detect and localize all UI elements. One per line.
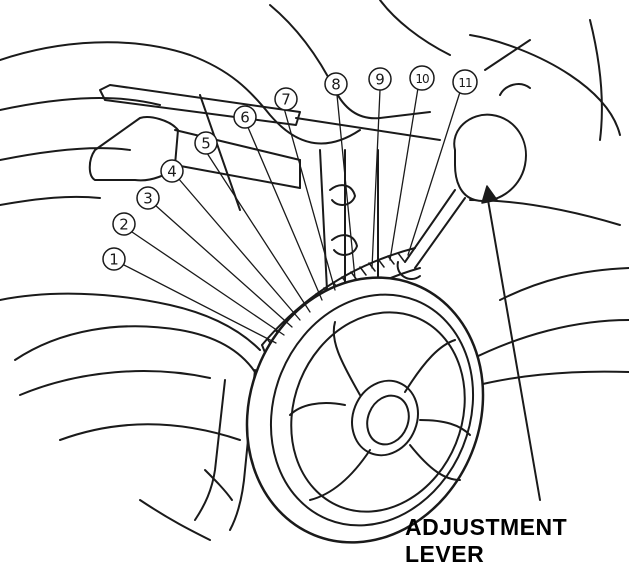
position-label: 4 <box>167 163 177 181</box>
position-label: 7 <box>281 91 291 109</box>
position-marker-5: 5 <box>194 131 218 155</box>
position-marker-3: 3 <box>136 186 160 210</box>
callout-line-1: ADJUSTMENT <box>405 514 568 540</box>
mower-wheel <box>245 276 485 544</box>
position-marker-1: 1 <box>102 247 126 271</box>
position-marker-8: 8 <box>324 72 348 96</box>
position-label: 2 <box>119 216 129 234</box>
callout-line-2: LEVER <box>405 541 485 567</box>
position-marker-10: 10 <box>409 65 435 91</box>
position-label: 8 <box>331 76 341 94</box>
position-marker-9: 9 <box>368 67 392 91</box>
position-marker-11: 11 <box>452 69 478 95</box>
position-label: 3 <box>143 190 153 208</box>
position-leader-lines <box>123 87 461 344</box>
position-label: 9 <box>375 71 385 89</box>
position-label: 10 <box>415 72 429 86</box>
position-marker-7: 7 <box>274 87 298 111</box>
adjustment-lever <box>396 39 531 281</box>
position-marker-6: 6 <box>233 105 257 129</box>
lever-callout-arrow <box>481 185 541 501</box>
adjustment-lever-label: ADJUSTMENT LEVER <box>405 514 567 568</box>
position-marker-4: 4 <box>160 159 184 183</box>
position-label: 11 <box>458 76 472 90</box>
position-label: 5 <box>201 135 211 153</box>
position-marker-2: 2 <box>112 212 136 236</box>
position-label: 1 <box>109 251 119 269</box>
position-markers: 1 2 3 4 5 6 7 <box>102 65 478 271</box>
position-label: 6 <box>240 109 250 127</box>
